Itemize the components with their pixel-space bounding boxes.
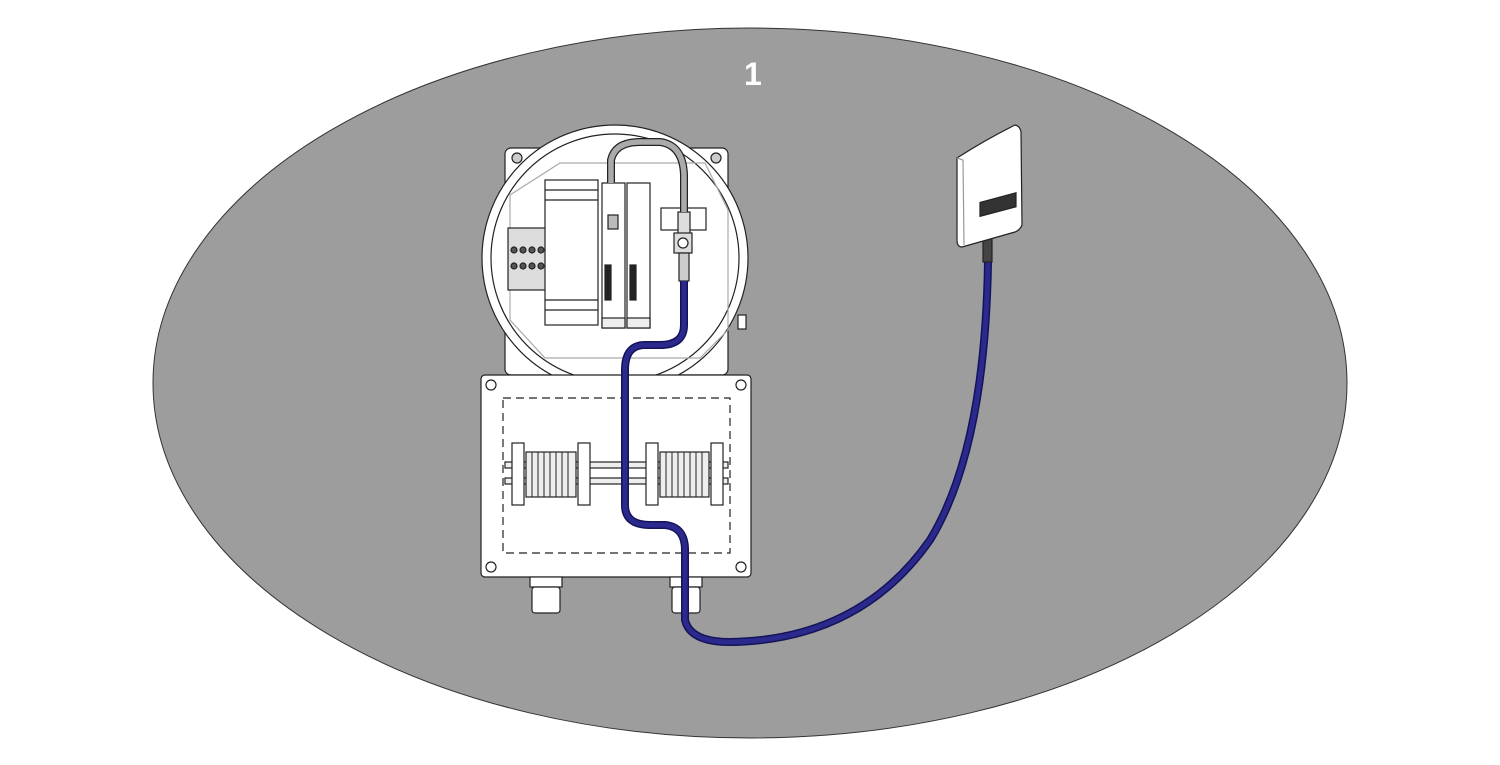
antenna [956, 124, 1023, 263]
junction-box [480, 374, 752, 614]
enclosure-top [481, 124, 749, 392]
brand-logo [979, 192, 1017, 218]
cable-gland-left [529, 576, 563, 588]
zone-label: 1 [744, 56, 762, 92]
